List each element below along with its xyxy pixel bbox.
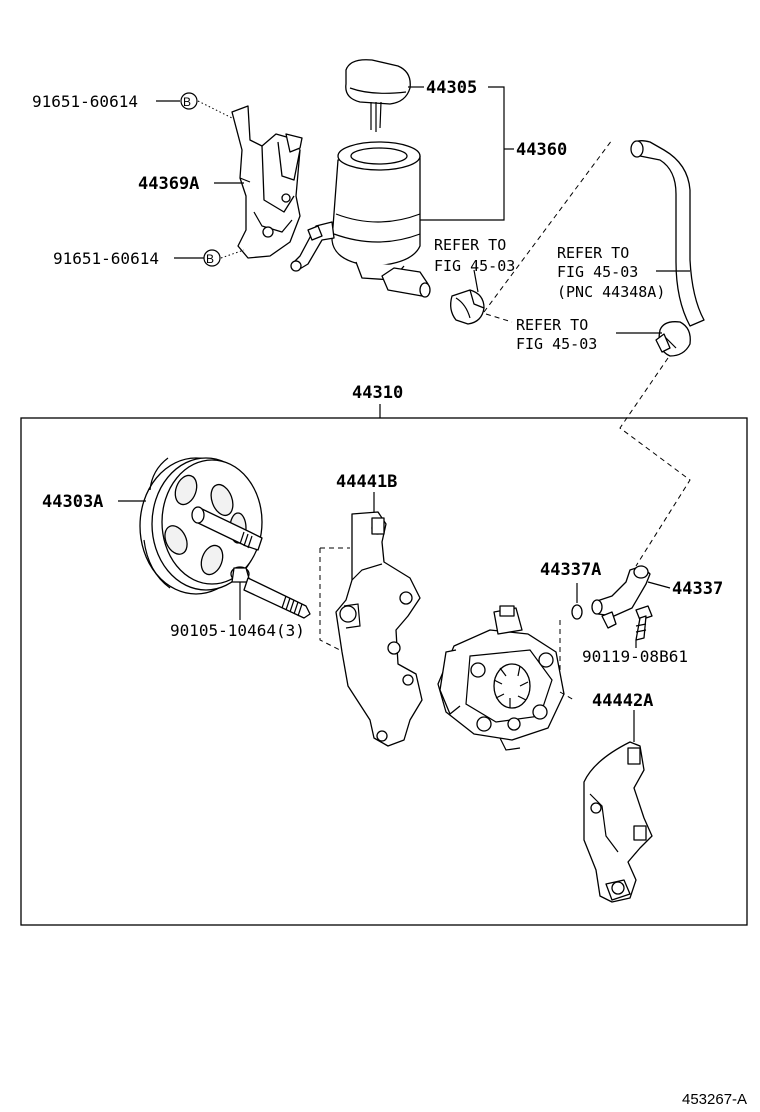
power-steering-pump-part — [437, 605, 575, 751]
reservoir-bracket-part — [231, 105, 303, 259]
hose-clamp-2-part — [655, 321, 691, 357]
union-bolt-part — [635, 605, 653, 641]
union-fitting-part — [591, 565, 671, 629]
label-44337: 44337 — [672, 579, 723, 599]
ref1-line1: REFER TO — [434, 236, 506, 254]
ref1-line2: FIG 45-03 — [434, 257, 515, 275]
pump-assembly-frame — [20, 417, 748, 926]
label-44369a: 44369A — [138, 174, 199, 194]
label-91651-top: 91651-60614 — [32, 92, 138, 111]
ref2-line3: (PNC 44348A) — [557, 283, 665, 301]
b-marker-bottom: B — [206, 252, 214, 266]
pump-bracket-part — [319, 511, 423, 747]
label-44337a: 44337A — [540, 560, 601, 580]
reservoir-cap-part — [345, 59, 411, 132]
label-44360: 44360 — [516, 140, 567, 160]
pulley-part — [139, 457, 263, 595]
label-44441b: 44441B — [336, 472, 397, 492]
hose-clamp-part — [450, 289, 485, 325]
diagram-code: 453267-A — [682, 1091, 747, 1108]
ref3-line2: FIG 45-03 — [516, 335, 597, 353]
label-44310: 44310 — [352, 383, 403, 403]
ref2-line1: REFER TO — [557, 244, 629, 262]
return-hose-part — [630, 140, 705, 327]
b-marker-top: B — [183, 95, 191, 109]
label-44305: 44305 — [426, 78, 477, 98]
o-ring-part — [571, 604, 583, 620]
ref3-line1: REFER TO — [516, 316, 588, 334]
label-91651-bottom: 91651-60614 — [53, 249, 159, 268]
reservoir-tank-part — [290, 141, 431, 298]
mounting-bolt-part — [230, 566, 311, 619]
label-90119: 90119-08B61 — [582, 647, 688, 666]
label-44303a: 44303A — [42, 492, 103, 512]
ref2-line2: FIG 45-03 — [557, 263, 638, 281]
label-44442a: 44442A — [592, 691, 653, 711]
rear-bracket-part — [583, 741, 653, 903]
label-90105: 90105-10464(3) — [170, 621, 305, 640]
